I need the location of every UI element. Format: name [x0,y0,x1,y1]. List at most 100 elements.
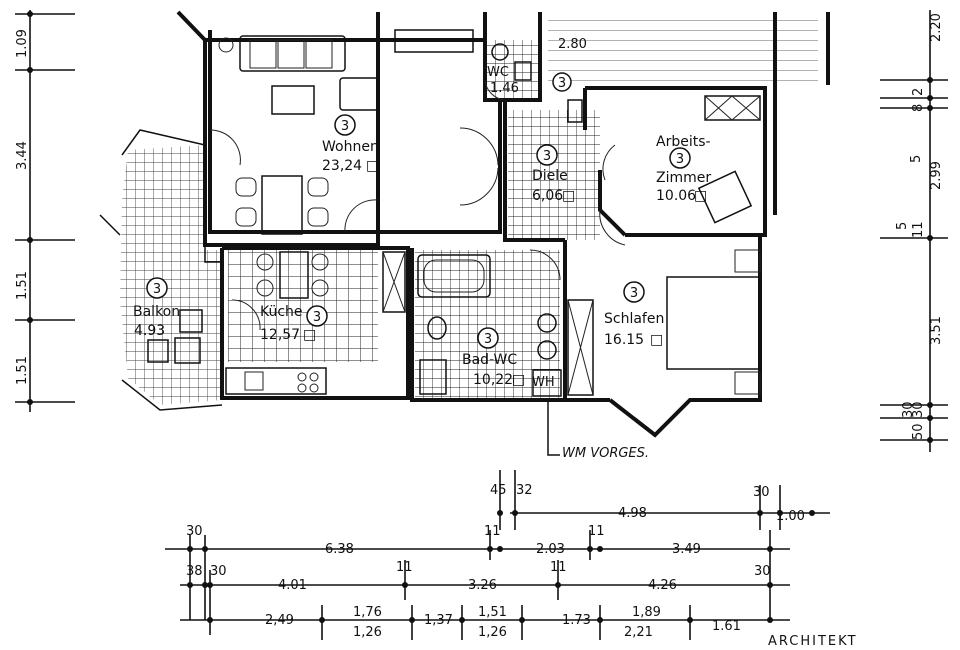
bottom-row3-dim-2: 30 [210,564,227,579]
kueche-tiles [228,250,378,362]
right-dim-9: 30 [901,401,916,418]
bottom-row4-top-1: 1,76 [353,605,382,620]
room-area-bad: 10,22 [473,372,513,388]
room-area-wc: 1.46 [490,81,519,96]
furniture [147,29,761,397]
bottom-row1-dim-4: 30 [753,485,770,500]
room-area-balkon: 4.93 [134,323,165,339]
room-marker-schlafen [623,281,645,303]
room-area-diele: 6,06 [532,188,563,204]
diele-tiles [508,110,600,240]
right-dim-7: 30 [911,401,926,418]
tiled-floors [120,15,818,405]
left-dim-3: 1.51 [15,271,30,300]
bottom-row4-top-3: 1,89 [632,605,661,620]
bottom-row2-dim-6: 3.49 [672,542,701,557]
room-unit-schlafen: □ [650,332,663,348]
room-marker-bad-num: 3 [484,332,492,347]
room-unit-kueche: □ [303,327,316,343]
right-dimension-chain: 2.20 2 8 2.99 11 3.51 30 50 30 5 5 [880,10,948,452]
left-dimension-chain: 1.09 3.44 1.51 1.51 [15,10,75,412]
room-name2-arbeits: Zimmer [656,170,711,186]
bottom-row2-dim-3: 11 [484,524,501,539]
left-dim-1: 1.09 [15,29,30,58]
room-name-balkon: Balkon [133,304,180,320]
balkon-tiles [120,145,222,405]
bottom-row2-dim-5: 11 [588,524,605,539]
wh-label: WH [532,375,555,390]
bottom-row3-dim-5: 3.26 [468,578,497,593]
room-marker-kueche [306,305,328,327]
right-dim-1: 2.20 [929,13,944,42]
bottom-row3-dim-4: 11 [396,560,413,575]
room-area-kueche: 12,57 [260,327,300,343]
left-dim-2: 3.44 [15,141,30,170]
right-dim-3: 8 [911,104,926,112]
right-dim-mark-2: 5 [895,222,910,230]
bottom-row4-dim-5: 1.73 [562,613,591,628]
bottom-row3-dim-8: 30 [754,564,771,579]
right-dim-mark-1: 5 [909,155,924,163]
bottom-row1-dim-3: 4.98 [618,506,647,521]
bottom-row1-dim-5: 1.00 [776,509,805,524]
room-marker-bad [477,327,499,349]
room-marker-wc-num: 3 [558,76,566,91]
bottom-dimension-chains: 45 32 4.98 30 1.00 30 6.38 11 2.03 11 3.… [165,470,830,640]
right-dim-2: 2 [911,88,926,96]
room-unit-diele: □ [562,188,575,204]
room-marker-wc [552,72,572,92]
room-name-arbeits: Arbeits- [656,134,711,150]
room-marker-balkon [146,277,168,299]
room-name-wohnen: Wohnen [322,139,379,155]
architect-stamp-text: ARCHITEKT [768,634,858,649]
room-marker-arbeits [669,147,691,169]
room-marker-balkon-num: 3 [153,282,161,297]
right-dim-5: 11 [911,221,926,238]
bottom-row4-dim-2: 1,26 [353,625,382,640]
wm-note: WM VORGES. [562,446,649,461]
room-area-arbeits: 10.06 [656,188,696,204]
bottom-row4-dim-6: 2,21 [624,625,653,640]
bottom-row3-dim-3: 4.01 [278,578,307,593]
bottom-row1-dim-2: 32 [516,483,533,498]
room-unit-wohnen: □ [366,158,379,174]
room-marker-wohnen [334,114,356,136]
room-name-schlafen: Schlafen [604,311,664,327]
right-dim-8: 50 [911,423,926,440]
room-name-bad: Bad-WC [462,352,517,368]
bottom-row3-dim-1: 38 [186,564,203,579]
left-dim-4: 1.51 [15,356,30,385]
bottom-row3-dim-6: 11 [550,560,567,575]
room-marker-wohnen-num: 3 [341,119,349,134]
room-name-diele: Diele [532,168,568,184]
room-marker-diele [536,144,558,166]
room-marker-kueche-num: 3 [313,310,321,325]
bottom-row1-dim-1: 45 [490,483,507,498]
stair-value: 2.80 [558,37,587,52]
right-dim-6: 3.51 [929,316,944,345]
room-unit-arbeits: □ [694,188,707,204]
bottom-row2-dim-1: 30 [186,524,203,539]
room-marker-schlafen-num: 3 [630,286,638,301]
bottom-row2-dim-2: 6.38 [325,542,354,557]
bottom-row4-dim-7: 1.61 [712,619,741,634]
room-name-wc: WC [487,65,509,80]
door-swings [209,79,626,331]
stair-area [548,15,818,85]
bottom-row3-dim-7: 4.26 [648,578,677,593]
bottom-row2-dim-4: 2.03 [536,542,565,557]
bottom-row4-dim-3: 1,37 [424,613,453,628]
room-area-schlafen: 16.15 [604,332,644,348]
bottom-row4-dim-4: 1,26 [478,625,507,640]
room-name-kueche: Küche [260,304,303,320]
room-area-wohnen: 23,24 [322,158,362,174]
room-unit-bad: □ [512,372,525,388]
bottom-row4-dim-1: 2,49 [265,613,294,628]
room-labels: 3 Wohnen 23,24 □ WC 1.46 3 3 Diele 6,06 … [133,37,711,461]
room-marker-arbeits-num: 3 [676,152,684,167]
bottom-row4-top-2: 1,51 [478,605,507,620]
room-marker-diele-num: 3 [543,149,551,164]
bad-tiles [415,250,560,400]
right-dim-4: 2.99 [929,161,944,190]
